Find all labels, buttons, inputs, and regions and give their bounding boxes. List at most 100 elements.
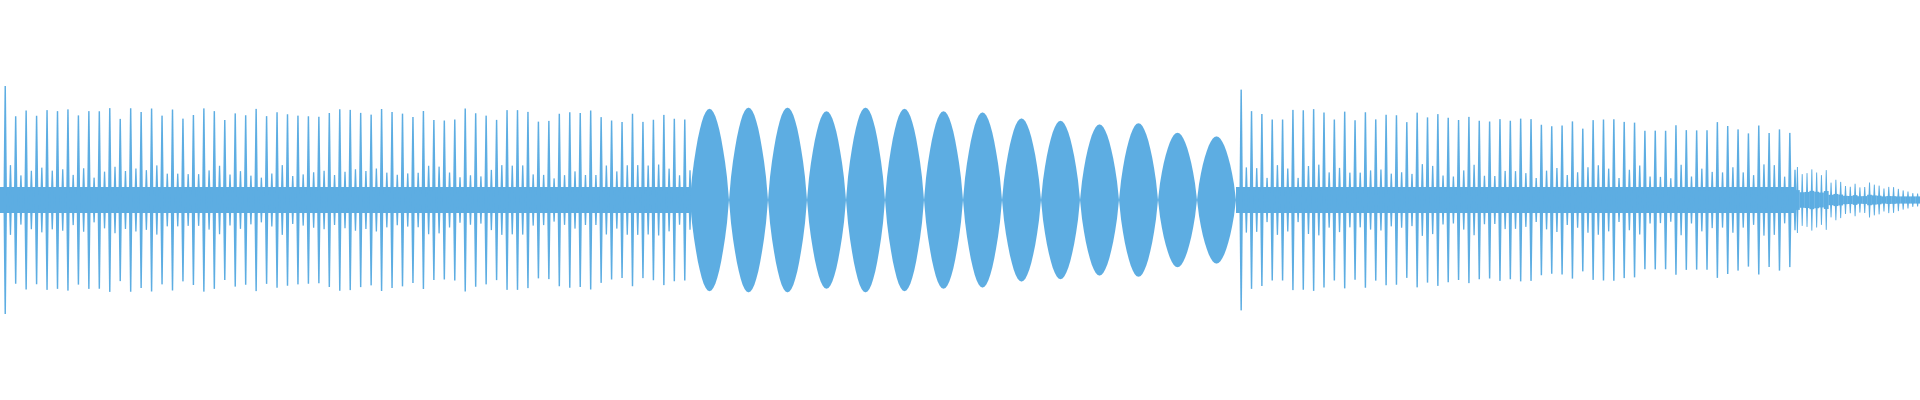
waveform-pulse <box>432 119 436 281</box>
waveform-pulse <box>1653 130 1658 270</box>
waveform-sub-pulse <box>1576 172 1580 228</box>
waveform-pulse <box>170 109 175 291</box>
waveform-sub-pulse <box>165 173 169 227</box>
waveform-sub-pulse <box>552 178 556 222</box>
waveform-pulse <box>1715 122 1720 278</box>
waveform-lobe <box>924 111 963 289</box>
waveform-pulse <box>1539 124 1544 276</box>
waveform-pulse <box>3 86 8 314</box>
waveform-pulse <box>1301 110 1306 290</box>
waveform-lobe <box>846 107 885 293</box>
waveform-sub-pulse <box>82 168 86 232</box>
waveform-pulse <box>1270 119 1275 281</box>
waveform-sub-pulse <box>416 172 420 228</box>
waveform-sub-pulse <box>1648 176 1652 224</box>
waveform-decay-pulse <box>1877 185 1881 215</box>
waveform-pulse <box>1694 130 1699 270</box>
waveform-pulse <box>1736 129 1740 271</box>
waveform-sub-pulse <box>343 171 347 229</box>
waveform-sub-pulse <box>646 165 650 235</box>
waveform-sub-pulse <box>280 165 284 235</box>
waveform-pulse <box>66 109 70 291</box>
waveform-pulse <box>463 108 468 292</box>
waveform-sub-pulse <box>1337 167 1342 233</box>
waveform-sub-pulse <box>1710 171 1714 229</box>
waveform-pulse <box>421 110 426 290</box>
waveform-pulse <box>149 108 154 292</box>
waveform-sub-pulse <box>1627 169 1631 231</box>
waveform-sub-pulse <box>1658 176 1663 224</box>
waveform-pulse <box>473 113 478 287</box>
waveform-pulse <box>1498 119 1502 281</box>
waveform-pulse <box>191 115 196 285</box>
waveform-sub-pulse <box>1451 176 1455 224</box>
waveform-lobe <box>963 112 1002 288</box>
waveform-pulse <box>24 110 28 290</box>
waveform-lobe <box>1197 136 1236 264</box>
waveform-pulse <box>202 108 206 292</box>
waveform-pulse <box>1260 114 1264 286</box>
waveform-decay-pulse <box>1906 191 1910 209</box>
waveform-pulse <box>1280 119 1285 281</box>
waveform-decay-pulse <box>1825 170 1828 230</box>
waveform-sub-pulse <box>500 165 504 235</box>
waveform-sub-pulse <box>155 165 159 235</box>
waveform-decay-pulse <box>1834 179 1838 221</box>
waveform-decay-pulse <box>1916 193 1919 207</box>
waveform-decay-pulse <box>1820 175 1823 225</box>
waveform-pulse <box>1311 109 1316 291</box>
waveform-lobe <box>1041 120 1080 280</box>
waveform-sub-pulse <box>468 175 473 225</box>
waveform-pulse <box>1612 119 1616 281</box>
waveform-sub-pulse <box>583 174 588 226</box>
waveform-pulse <box>1322 112 1326 288</box>
waveform-sub-pulse <box>228 174 232 226</box>
waveform-sub-pulse <box>1327 172 1331 228</box>
waveform-pulse <box>1456 119 1461 281</box>
waveform-sub-pulse <box>1410 173 1414 227</box>
waveform-decay-pulse <box>1868 182 1871 218</box>
waveform-sub-pulse <box>447 172 452 228</box>
waveform-sub-pulse <box>615 171 619 229</box>
waveform-sub-pulse <box>1544 170 1549 230</box>
waveform-pulse <box>275 112 279 288</box>
waveform-pulse <box>369 114 373 286</box>
waveform-pulse <box>411 117 415 283</box>
waveform-pulse <box>264 116 269 284</box>
waveform-pulse <box>76 115 81 285</box>
waveform-lobe <box>885 108 924 292</box>
waveform-sub-pulse <box>1762 164 1766 236</box>
waveform-lobe <box>1158 132 1197 268</box>
waveform-pulse <box>1342 111 1347 289</box>
waveform-decay-pulse <box>1882 188 1886 212</box>
waveform-sub-pulse <box>1731 167 1735 233</box>
waveform-sub-pulse <box>1368 170 1373 230</box>
waveform-sub-pulse <box>312 172 316 228</box>
waveform-sub-pulse <box>667 168 671 232</box>
waveform-sub-pulse <box>1679 164 1683 236</box>
waveform-pulse <box>285 114 290 286</box>
waveform-pulse <box>45 110 49 290</box>
waveform-decay-pulse <box>1810 169 1814 231</box>
waveform-lobe <box>1080 124 1119 276</box>
waveform-pulse <box>160 115 164 285</box>
waveform-sub-pulse <box>322 170 326 230</box>
waveform-sub-pulse <box>427 165 431 235</box>
waveform-sub-pulse <box>1751 175 1756 225</box>
waveform-lobe <box>807 111 846 289</box>
waveform-sub-pulse <box>1244 167 1248 233</box>
waveform-sub-pulse <box>1741 172 1745 228</box>
waveform-pulse <box>1570 121 1575 279</box>
waveform-pulse <box>222 120 227 280</box>
waveform-sub-pulse <box>1513 171 1518 229</box>
waveform-pulse <box>296 115 300 285</box>
waveform-pulse <box>337 109 342 291</box>
waveform-sub-pulse <box>353 169 358 231</box>
waveform-sub-pulse <box>1720 172 1725 228</box>
waveform-pulse <box>1746 133 1751 267</box>
waveform-sub-pulse <box>1389 173 1393 227</box>
waveform-sub-pulse <box>1255 168 1259 232</box>
waveform-sub-pulse <box>134 168 138 232</box>
waveform-pulse <box>139 111 143 289</box>
waveform-pulse <box>1363 112 1368 288</box>
